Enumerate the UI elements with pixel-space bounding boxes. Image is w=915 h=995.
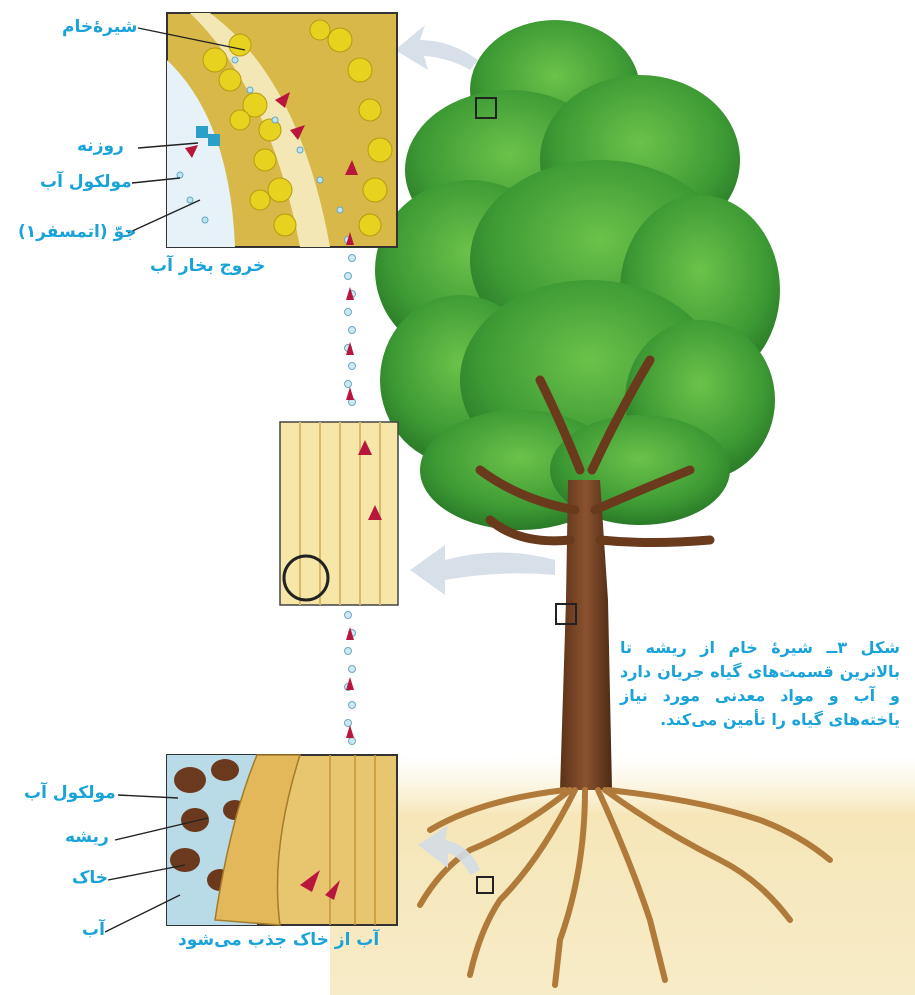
- label-water-molecule-top: مولکول آب: [40, 172, 132, 192]
- label-root: ریشه: [65, 827, 109, 847]
- label-atmosphere: جوّ (اتمسفر۱): [18, 222, 137, 242]
- label-vapor-exit: خروج بخار آب: [150, 256, 265, 276]
- root-section-inset: [167, 755, 397, 925]
- figure-caption: شکل ۳ــ شیرۀ خام از ریشه تا بالاترین قسم…: [620, 636, 900, 732]
- stem-section-inset: [280, 422, 398, 605]
- label-water-molecule-bottom: مولکول آب: [24, 783, 116, 803]
- label-stoma: روزنه: [77, 136, 124, 156]
- tree-trunk: [560, 480, 612, 790]
- label-soil: خاک: [72, 868, 108, 888]
- label-absorbed: آب از خاک جذب می‌شود: [178, 930, 379, 950]
- leaf-section-inset: [167, 13, 397, 247]
- label-water: آب: [82, 920, 105, 940]
- label-crude-sap: شیرۀخام: [62, 17, 137, 37]
